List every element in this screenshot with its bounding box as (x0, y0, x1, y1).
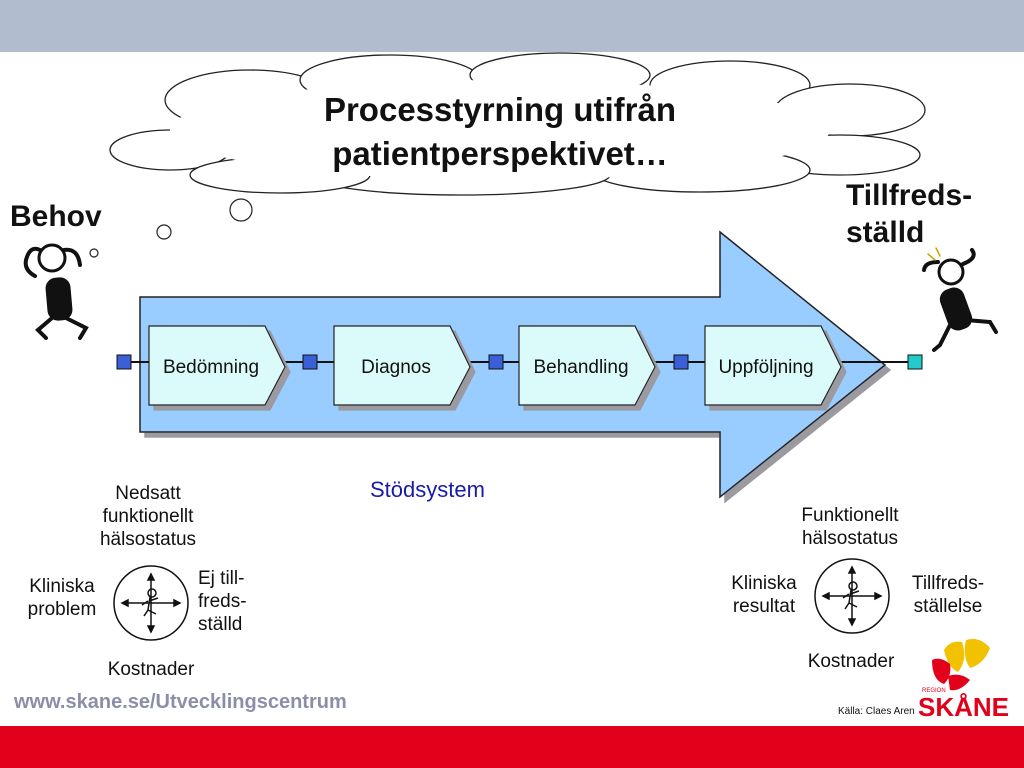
connector-3 (488, 354, 504, 370)
step-label-uppfoljning: Uppföljning (718, 357, 814, 378)
thought-bubble-small (89, 248, 99, 258)
slide-title: Processtyrning utifrån patientperspektiv… (323, 91, 677, 172)
connector-end (907, 354, 923, 370)
worried-person-icon (23, 243, 89, 340)
step-label-behandling: Behandling (533, 357, 629, 378)
connector-1 (116, 354, 132, 370)
left-compass-right-label: Ej till- freds- ställd (198, 568, 247, 635)
logo-region-text: REGION (922, 688, 946, 694)
behov-label: Behov (10, 200, 102, 233)
left-compass-top-label: Nedsatt funktionellt hälsostatus (99, 483, 197, 550)
website-link[interactable]: www.skane.se/Utvecklingscentrum (14, 691, 347, 713)
footer-band (0, 726, 1024, 768)
source-note: Källa: Claes Aren (838, 706, 915, 717)
region-skane-logo: REGION SKÅNE (918, 639, 1009, 722)
stodsystem-label: Stödsystem (370, 477, 485, 502)
step-box-uppfoljning (704, 325, 842, 406)
tillfreds-label: Tillfreds- ställd (846, 179, 973, 249)
process-arrow (139, 230, 887, 499)
connector-4 (673, 354, 689, 370)
left-compass-left-label: Kliniska problem (27, 576, 97, 620)
header-band (0, 0, 1024, 52)
left-compass-icon (113, 565, 189, 641)
thought-bubble-large (229, 198, 253, 222)
right-compass-right-label: Tillfreds- ställelse (911, 573, 985, 617)
thought-bubble-medium (156, 224, 172, 240)
left-compass-bottom-label: Kostnader (107, 659, 195, 680)
right-compass-icon (814, 558, 890, 634)
right-compass-top-label: Funktionellt hälsostatus (801, 505, 899, 549)
thought-cloud (109, 52, 926, 196)
step-label-bedomning: Bedömning (162, 357, 260, 378)
happy-person-icon (922, 247, 998, 352)
step-label-diagnos: Diagnos (361, 357, 431, 378)
connector-2 (302, 354, 318, 370)
step-box-diagnos (333, 325, 471, 406)
right-compass-bottom-label: Kostnader (807, 651, 895, 672)
right-compass-left-label: Kliniska resultat (731, 573, 797, 617)
step-box-bedomning (148, 325, 286, 406)
logo-skane-text: SKÅNE (918, 692, 1009, 722)
step-box-behandling (518, 325, 656, 406)
